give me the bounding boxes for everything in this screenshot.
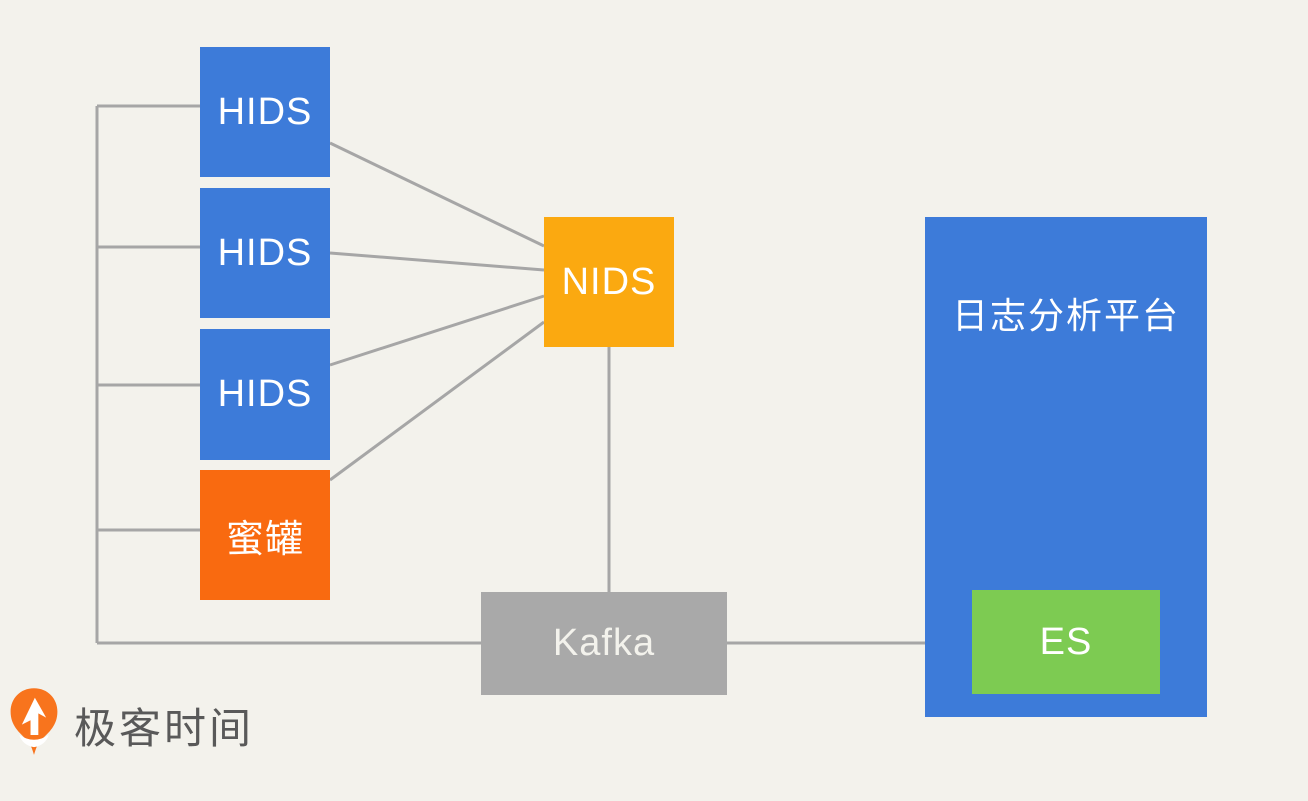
- node-kafka-label: Kafka: [552, 622, 656, 664]
- node-es-label: ES: [1039, 620, 1093, 663]
- connector-honeypot-nids: [329, 320, 545, 482]
- node-nids: NIDS: [544, 217, 674, 347]
- connector-lines: [95, 104, 925, 645]
- connector-hids2-nids: [329, 251, 545, 272]
- node-honeypot: 蜜罐: [200, 470, 330, 600]
- node-log-platform-label: 日志分析平台: [951, 295, 1180, 336]
- geektime-pin-icon: [10, 688, 58, 755]
- brand-logo: 极客时间: [8, 686, 254, 758]
- node-log-platform: 日志分析平台 ES: [925, 217, 1207, 717]
- node-hids-3: HIDS: [200, 329, 330, 460]
- brand-logo-text: 极客时间: [74, 705, 255, 752]
- connector-hids1-nids: [329, 141, 545, 248]
- node-hids-1: HIDS: [200, 47, 330, 177]
- connector-hids3-nids: [329, 294, 545, 367]
- node-hids-3-label: HIDS: [217, 373, 313, 415]
- node-honeypot-label: 蜜罐: [225, 518, 304, 561]
- node-hids-1-label: HIDS: [217, 90, 313, 133]
- node-es: ES: [972, 590, 1160, 694]
- node-kafka: Kafka: [481, 592, 727, 695]
- node-nids-label: NIDS: [561, 260, 657, 303]
- node-hids-2-label: HIDS: [217, 231, 313, 274]
- node-hids-2: HIDS: [200, 188, 330, 318]
